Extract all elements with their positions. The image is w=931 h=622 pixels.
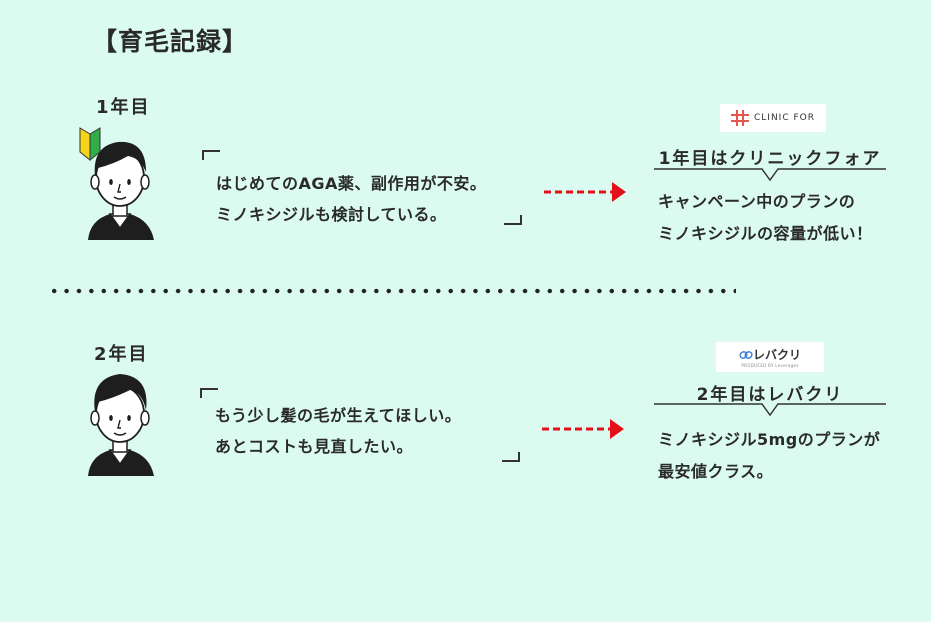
year1-label: 1年目 [96, 97, 151, 118]
dotted-divider [48, 288, 736, 294]
leverages-logo: レバクリ PRODUCED BY Leverages [716, 342, 824, 372]
year2-review-line2: 最安値クラス。 [658, 462, 774, 481]
arrow-right-icon [542, 419, 624, 439]
year1-review: キャンペーン中のプランの ミノキシジルの容量が低い！ [658, 186, 873, 250]
year2-review: ミノキシジル5mgのプランが 最安値クラス。 [658, 424, 880, 488]
page-title: 【育毛記録】 [92, 27, 249, 56]
year2-concern-line2: あとコストも見直したい。 [215, 437, 414, 456]
arrow-right-icon [544, 182, 626, 202]
leverages-logo-text: レバクリ [752, 348, 801, 362]
year1-review-line1: キャンペーン中のプランの [658, 192, 856, 211]
year2-concern-line1: もう少し髪の毛が生えてほしい。 [215, 406, 462, 425]
leverages-logo-icon [739, 350, 753, 359]
year1-concern-line2: ミノキシジルも検討している。 [216, 205, 447, 224]
year1-concern: はじめてのAGA薬、副作用が不安。 ミノキシジルも検討している。 [216, 168, 486, 230]
year1-clinic-heading: 1年目はクリニックフォア [658, 149, 882, 169]
man-avatar-icon [88, 374, 154, 476]
close-quote-bracket [504, 215, 522, 225]
year2-concern: もう少し髪の毛が生えてほしい。 あとコストも見直したい。 [215, 400, 461, 462]
speech-tail-divider [654, 168, 886, 182]
year2-label: 2年目 [94, 344, 149, 365]
clinicfor-logo: CLINIC FOR [720, 104, 826, 132]
year2-clinic-heading: 2年目はレバクリ [696, 385, 844, 405]
year2-review-line1: ミノキシジル5mgのプランが [658, 430, 881, 449]
man-avatar-icon [88, 141, 154, 240]
close-quote-bracket [502, 452, 520, 462]
year1-concern-line1: はじめてのAGA薬、副作用が不安。 [216, 174, 487, 193]
open-quote-bracket [202, 150, 220, 160]
clinicfor-logo-icon [731, 110, 749, 126]
open-quote-bracket [200, 388, 218, 398]
clinicfor-logo-text: CLINIC FOR [754, 113, 815, 123]
speech-tail-divider [654, 403, 886, 417]
beginner-mark-icon [79, 127, 101, 162]
leverages-logo-sub: PRODUCED BY Leverages [741, 363, 799, 368]
year1-review-line2: ミノキシジルの容量が低い！ [658, 224, 873, 243]
